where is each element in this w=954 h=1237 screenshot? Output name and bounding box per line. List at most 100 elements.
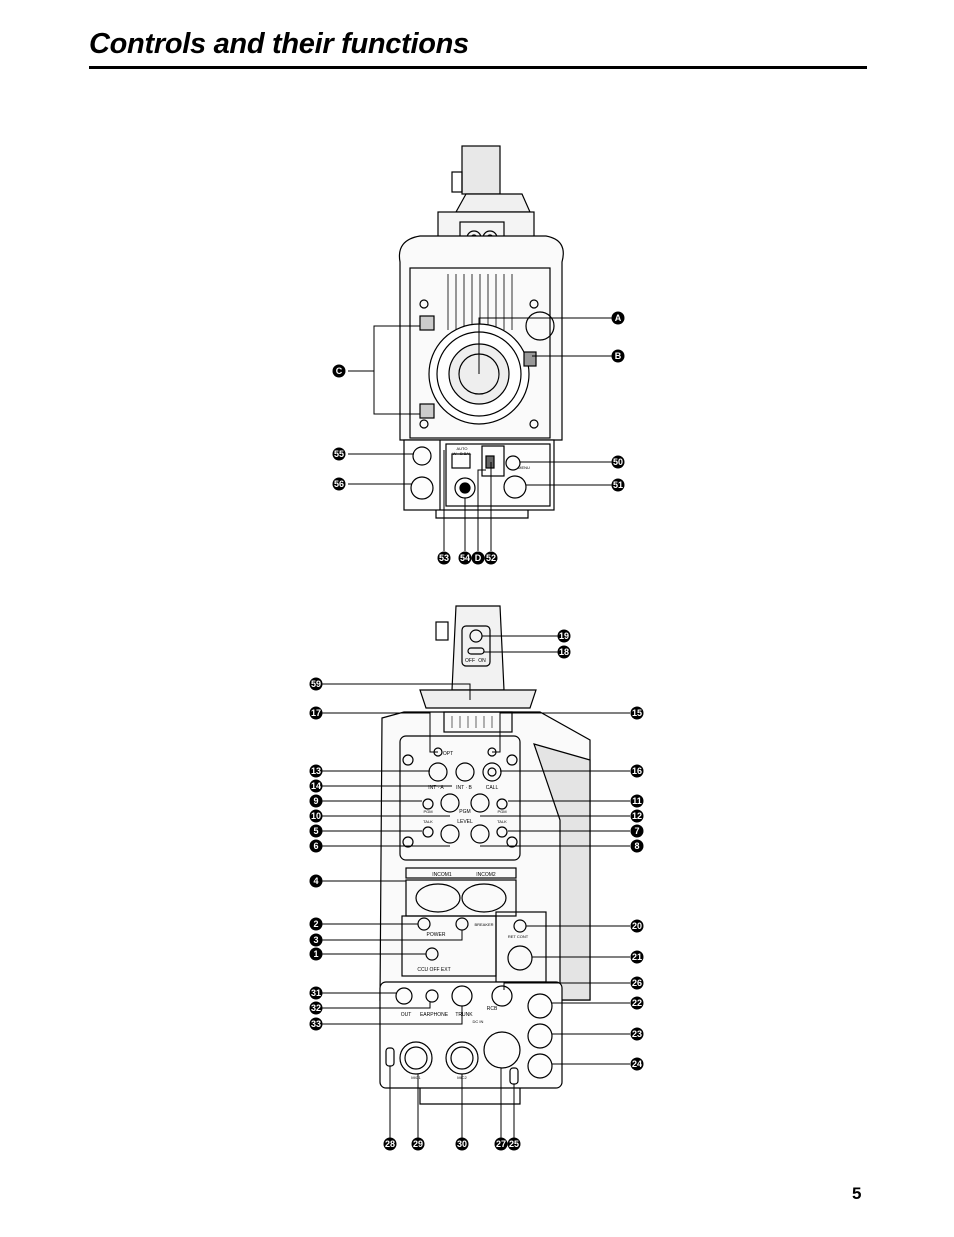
svg-text:16: 16	[632, 766, 642, 776]
callout-32: 32	[309, 1001, 323, 1015]
callout-A: A	[611, 311, 625, 325]
camera-front-diagram: AUTO W · B BAL MENU A B C 55 56 50 51 53…	[332, 145, 625, 565]
callout-28: 28	[383, 1137, 397, 1151]
callout-3: 3	[309, 933, 323, 947]
callout-50: 50	[611, 455, 625, 469]
svg-text:7: 7	[634, 826, 639, 836]
camera-rear-diagram: OFF ON OPT INT · A INT · B CALL PGM PGM …	[309, 605, 644, 1151]
int-b-label: INT · B	[456, 785, 472, 791]
svg-text:33: 33	[311, 1019, 321, 1029]
svg-text:50: 50	[613, 457, 623, 467]
svg-text:56: 56	[334, 479, 344, 489]
mic1-label: MIC1	[411, 1075, 421, 1080]
ret-cont-label: RET CONT	[508, 934, 529, 939]
svg-text:13: 13	[311, 766, 321, 776]
svg-text:A: A	[615, 313, 622, 323]
callout-12: 12	[630, 809, 644, 823]
svg-text:23: 23	[632, 1029, 642, 1039]
svg-text:29: 29	[413, 1139, 423, 1149]
svg-text:52: 52	[486, 553, 496, 563]
svg-text:54: 54	[460, 553, 470, 563]
svg-text:19: 19	[559, 631, 569, 641]
callout-9: 9	[309, 794, 323, 808]
callout-51: 51	[611, 478, 625, 492]
callout-53: 53	[437, 551, 451, 565]
callout-18: 18	[557, 645, 571, 659]
menu-label: MENU	[518, 465, 530, 470]
callout-55: 55	[332, 447, 346, 461]
svg-text:20: 20	[632, 921, 642, 931]
callout-25: 25	[507, 1137, 521, 1151]
callout-8: 8	[630, 839, 644, 853]
svg-text:31: 31	[311, 988, 321, 998]
callout-27: 27	[494, 1137, 508, 1151]
off-label: OFF	[465, 658, 475, 664]
svg-text:9: 9	[313, 796, 318, 806]
svg-text:5: 5	[313, 826, 318, 836]
power-label: POWER	[427, 932, 446, 938]
breaker-label: BREAKER	[474, 922, 493, 927]
callout-D: D	[471, 551, 485, 565]
wb-bal-label: W · B BAL	[453, 451, 472, 456]
svg-text:51: 51	[613, 480, 623, 490]
callout-26: 26	[630, 976, 644, 990]
callout-15: 15	[630, 706, 644, 720]
callout-56: 56	[332, 477, 346, 491]
svg-text:24: 24	[632, 1059, 642, 1069]
earphone-label: EARPHONE	[420, 1012, 449, 1018]
callout-5: 5	[309, 824, 323, 838]
opt-label: OPT	[443, 751, 453, 757]
callout-30: 30	[455, 1137, 469, 1151]
level-label: LEVEL	[457, 819, 473, 825]
svg-text:D: D	[475, 553, 482, 563]
incom1-label: INCOM1	[432, 872, 452, 878]
callout-33: 33	[309, 1017, 323, 1031]
callout-13: 13	[309, 764, 323, 778]
svg-text:C: C	[336, 366, 343, 376]
svg-text:30: 30	[457, 1139, 467, 1149]
svg-text:2: 2	[313, 919, 318, 929]
svg-text:14: 14	[311, 781, 321, 791]
callout-22: 22	[630, 996, 644, 1010]
page-number: 5	[852, 1184, 862, 1203]
svg-text:32: 32	[311, 1003, 321, 1013]
svg-text:6: 6	[313, 841, 318, 851]
callout-14: 14	[309, 779, 323, 793]
svg-text:21: 21	[632, 952, 642, 962]
pgm-center-label: PGM	[459, 809, 470, 815]
page-title: Controls and their functions	[89, 28, 469, 60]
svg-text:22: 22	[632, 998, 642, 1008]
callout-20: 20	[630, 919, 644, 933]
talk-right-label: TALK	[497, 819, 507, 824]
svg-text:3: 3	[313, 935, 318, 945]
int-a-label: INT · A	[428, 785, 444, 791]
out-label: OUT	[401, 1012, 412, 1018]
incom2-label: INCOM2	[476, 872, 496, 878]
callout-7: 7	[630, 824, 644, 838]
callout-54: 54	[458, 551, 472, 565]
ccu-off-ext-label: CCU OFF EXT	[417, 967, 450, 973]
callout-10: 10	[309, 809, 323, 823]
callout-2: 2	[309, 917, 323, 931]
callout-31: 31	[309, 986, 323, 1000]
callout-1: 1	[309, 947, 323, 961]
callout-16: 16	[630, 764, 644, 778]
callout-C: C	[332, 364, 346, 378]
svg-text:55: 55	[334, 449, 344, 459]
svg-text:11: 11	[632, 796, 642, 806]
svg-text:B: B	[615, 351, 622, 361]
callout-59: 59	[309, 677, 323, 691]
pgm-left-label: PGM	[423, 809, 432, 814]
trunk-label: TRUNK	[455, 1012, 473, 1018]
callout-6: 6	[309, 839, 323, 853]
svg-text:59: 59	[311, 679, 321, 689]
pgm-right-label: PGM	[497, 809, 506, 814]
dc-in-label: DC IN	[473, 1019, 484, 1024]
svg-text:10: 10	[311, 811, 321, 821]
svg-text:26: 26	[632, 978, 642, 988]
svg-text:18: 18	[559, 647, 569, 657]
callout-23: 23	[630, 1027, 644, 1041]
svg-text:25: 25	[509, 1139, 519, 1149]
title-rule	[89, 66, 867, 69]
svg-text:12: 12	[632, 811, 642, 821]
